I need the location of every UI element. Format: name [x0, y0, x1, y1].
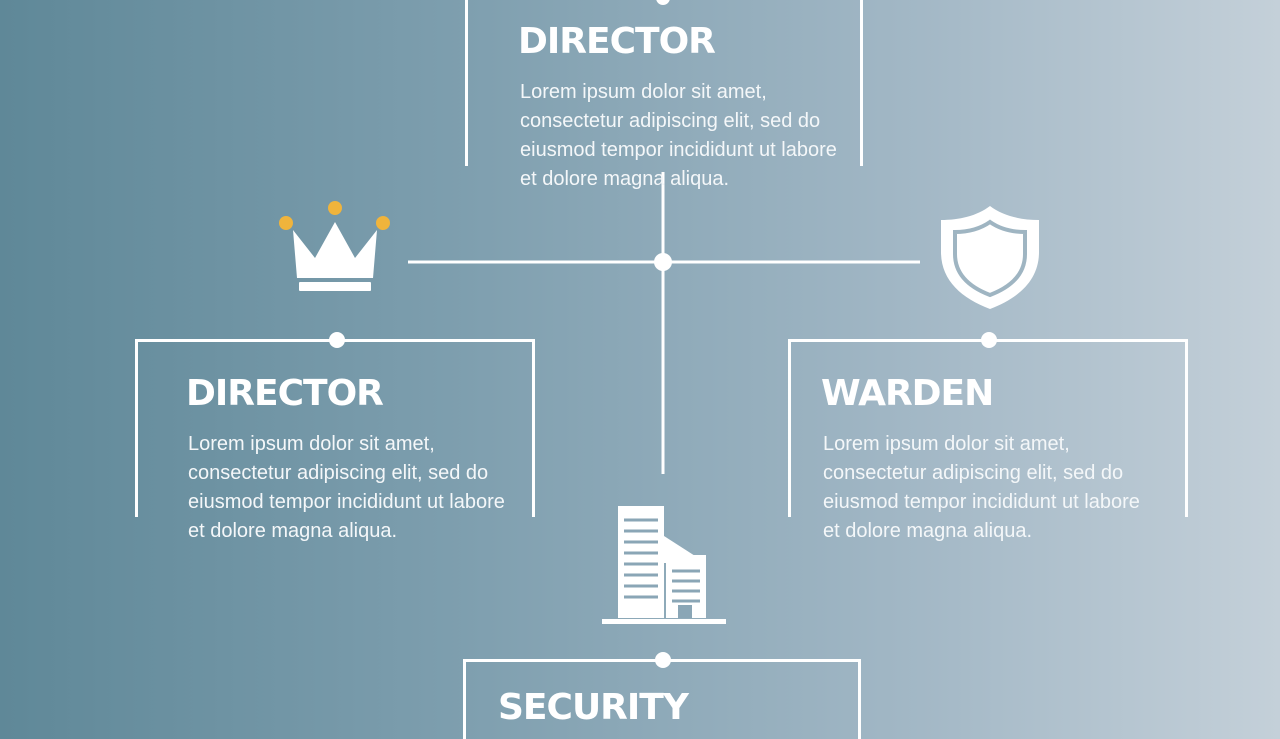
node-title: DIRECTOR [518, 21, 716, 62]
node-description: Lorem ipsum dolor sit amet, consectetur … [823, 433, 1140, 542]
node-right-warden: WARDEN Lorem ipsum dolor sit amet, conse… [788, 332, 1188, 542]
node-title: DIRECTOR [186, 373, 384, 414]
node-description: Lorem ipsum dolor sit amet, consectetur … [520, 81, 837, 190]
node-title: SECURITY [498, 687, 689, 728]
node-description: Lorem ipsum dolor sit amet, consectetur … [188, 433, 505, 542]
junction-dot [654, 253, 672, 271]
node-connector-dot [329, 332, 345, 348]
node-connector-dot [655, 652, 671, 668]
node-left-director: DIRECTOR Lorem ipsum dolor sit amet, con… [135, 332, 535, 542]
building-icon [602, 506, 726, 624]
node-bottom-security: SECURITY [463, 652, 861, 739]
crown-icon [279, 201, 390, 291]
node-connector-dot [981, 332, 997, 348]
node-title: WARDEN [821, 373, 994, 414]
shield-icon [941, 206, 1039, 309]
node-top-director: DIRECTOR Lorem ipsum dolor sit amet, con… [465, 0, 863, 190]
connector-lines [0, 0, 1280, 720]
